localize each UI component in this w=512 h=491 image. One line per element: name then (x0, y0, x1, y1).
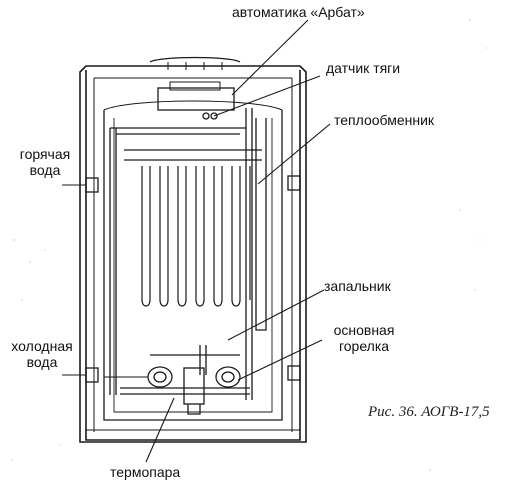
hot-water-label-line2: вода (29, 162, 61, 178)
cold-water-label-line1: холодная (11, 338, 73, 354)
figure-caption: Рис. 36. АОГВ-17,5 (368, 404, 490, 420)
cold-water-label: холодная вода (2, 338, 82, 370)
draft-sensor-label: датчик тяги (326, 60, 401, 76)
cold-water-label-line2: вода (26, 354, 58, 370)
automatics-label: автоматика «Арбат» (232, 4, 365, 20)
main-burner-label-line1: основная (333, 322, 395, 338)
igniter-label: запальник (324, 278, 391, 294)
automatics-block (157, 81, 235, 120)
outer-casing (79, 56, 307, 443)
hot-water-label-line1: горячая (19, 146, 71, 162)
hot-water-label: горячая вода (12, 146, 78, 178)
water-connections (62, 175, 301, 383)
leader-lines (145, 19, 331, 463)
heat-exchanger-label: теплообменник (334, 112, 435, 128)
scan-noise (11, 19, 487, 471)
heat-exchanger-fins (124, 149, 262, 307)
thermocouple-label: термопара (110, 464, 181, 480)
main-burner-label-line2: горелка (338, 338, 390, 354)
tank (103, 100, 283, 421)
pipes (109, 108, 267, 400)
main-burner-label: основная горелка (320, 322, 408, 354)
main-burner (104, 366, 241, 415)
